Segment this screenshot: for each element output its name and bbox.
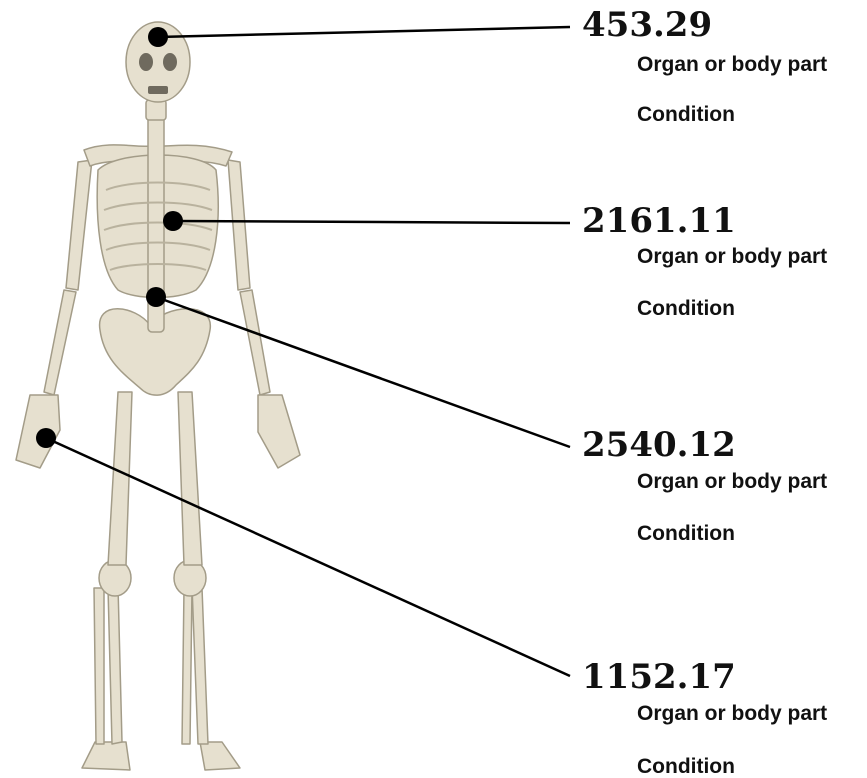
condition-label: Condition bbox=[637, 756, 735, 777]
marker-dot[interactable] bbox=[36, 428, 56, 448]
callout-value: 1152.17 bbox=[582, 660, 736, 694]
organ-label: Organ or body part bbox=[637, 703, 827, 724]
